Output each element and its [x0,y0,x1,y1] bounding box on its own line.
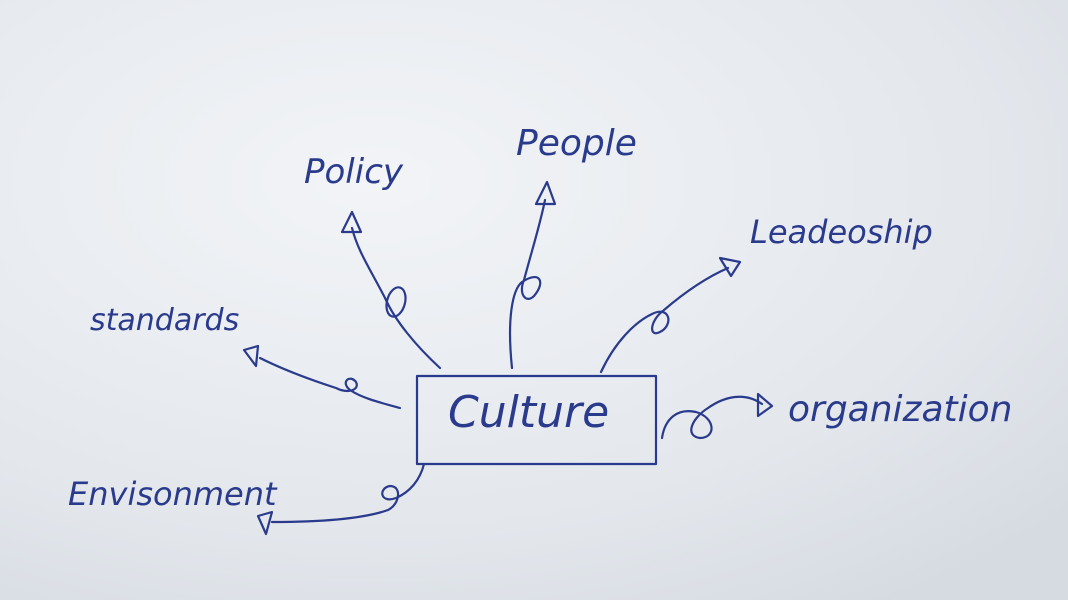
node-label-people: People [516,123,637,164]
arrowhead-people [534,180,557,206]
node-label-organization: organization [788,389,1012,430]
central-node-box [415,374,658,466]
node-label-standards: standards [90,303,239,338]
arrowhead-policy [340,210,363,234]
node-label-environment: Envisonment [68,475,278,513]
arrowhead-environment [256,510,274,536]
connector-environment [256,462,426,536]
node-label-leadership: Leadeoship [750,213,933,251]
connector-policy [340,210,442,370]
arrowhead-leadership [718,256,742,278]
connector-people [508,180,557,370]
arrowhead-organization [756,392,774,418]
node-label-policy: Policy [304,152,404,192]
central-node-label: Culture [448,387,609,438]
connector-organization [660,392,774,440]
connector-leadership [599,256,742,374]
arrowhead-standards [242,344,260,368]
connector-standards [242,344,402,410]
